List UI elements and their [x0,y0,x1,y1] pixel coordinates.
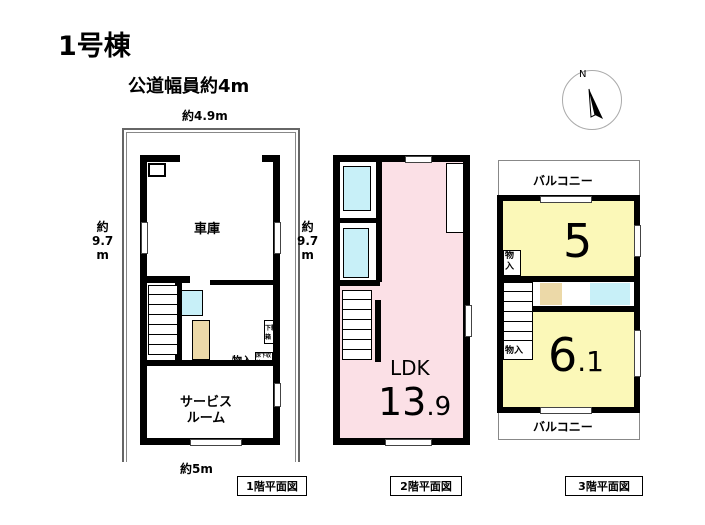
stairs [540,283,562,305]
room2-size: 6.1 [548,328,604,382]
under-floor-storage: 床下収納 [255,352,273,366]
service-room-label: サービスルーム [180,395,233,426]
floor1-label: 1階平面図 [237,476,307,496]
bathtub [343,166,371,211]
storage1-label: 物入 [505,251,515,272]
ldk-label: LDK [390,356,430,380]
stairs [342,290,372,360]
balcony-bottom: バルコニー [533,420,593,434]
toilet [590,283,630,305]
stairs [192,320,210,360]
balcony-top: バルコニー [533,174,593,188]
floor2-label: 2階平面図 [390,476,462,496]
kitchen-counter [446,163,464,233]
shoe-box: 下駄箱 [264,320,280,344]
compass-icon: N [562,69,622,130]
storage2-label: 物入 [505,346,524,356]
stairs [148,285,178,355]
width-bottom: 約5m [180,462,213,476]
building-title: 1号棟 [58,31,131,62]
vent-icon [148,163,166,177]
washroom [343,228,369,278]
road-width-label: 公道幅員約4m [128,76,250,97]
room1-size: 5 [563,214,593,268]
width-top: 約4.9m [182,109,228,123]
floor3-label: 3階平面図 [565,476,643,496]
toilet [181,290,203,316]
stairs [503,282,533,342]
ldk-size: 13.9 [378,380,452,424]
storage-label: 物入 [232,356,252,367]
lot-boundary [122,128,300,462]
compass-north: N [579,69,587,80]
garage-label: 車庫 [194,222,221,237]
